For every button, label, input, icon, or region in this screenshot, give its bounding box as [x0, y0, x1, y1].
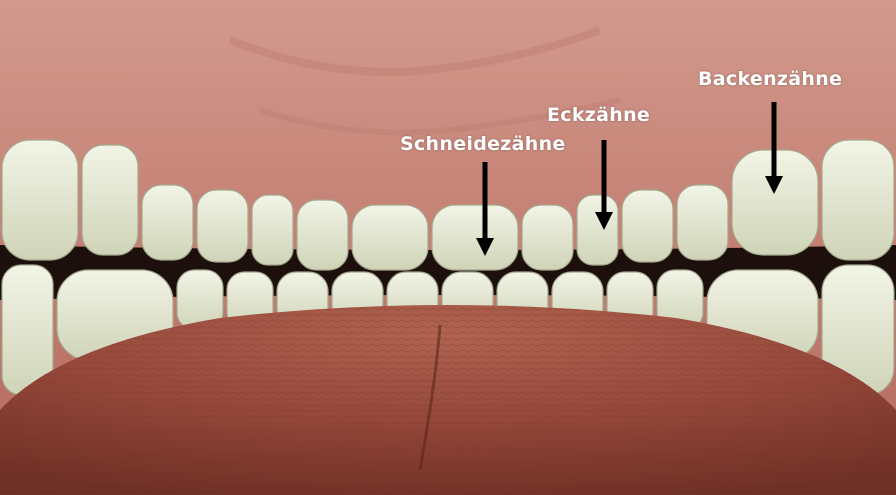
upper-tooth: [352, 205, 428, 270]
upper-tooth: [297, 200, 348, 270]
upper-tooth: [82, 145, 138, 255]
upper-tooth: [622, 190, 673, 262]
upper-tooth: [677, 185, 728, 260]
upper-tooth: [197, 190, 248, 262]
upper-tooth: [522, 205, 573, 270]
label-molars: Backenzähne: [698, 68, 842, 90]
upper-tooth: [822, 140, 894, 260]
upper-tooth: [2, 140, 78, 260]
upper-tooth: [432, 205, 518, 270]
upper-tooth: [252, 195, 293, 265]
label-canines: Eckzähne: [547, 104, 650, 126]
upper-tooth: [142, 185, 193, 260]
upper-tooth: [577, 195, 618, 265]
label-incisors: Schneidezähne: [400, 133, 566, 155]
